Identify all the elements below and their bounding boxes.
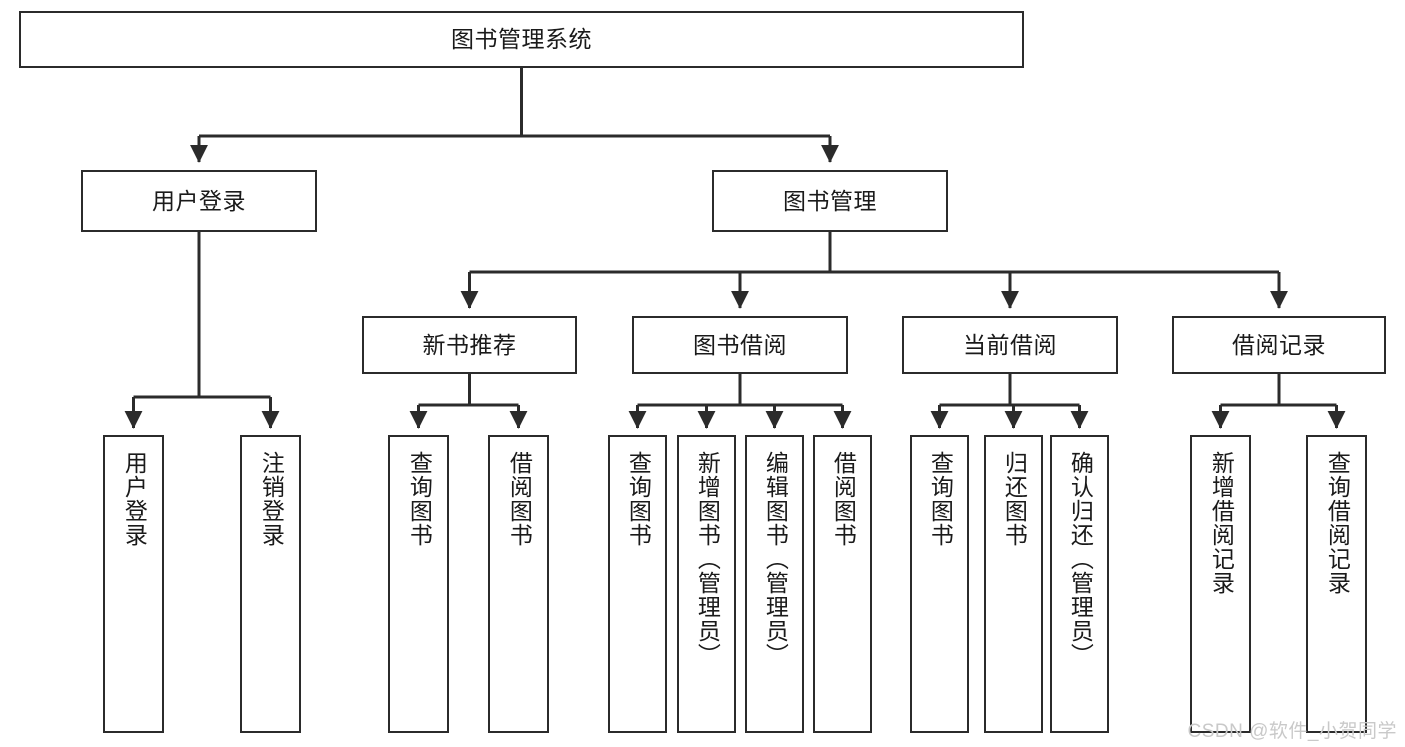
leaf-query-book-current-label: 查询图书 [927, 451, 954, 547]
leaf-lend-book[interactable]: 借阅图书 [813, 435, 872, 733]
node-book-management-label: 图书管理 [783, 187, 877, 214]
leaf-lend-book-label: 借阅图书 [830, 451, 857, 547]
leaf-borrow-book-recommend-label: 借阅图书 [506, 451, 533, 547]
leaf-add-book-admin[interactable]: 新增图书（管理员） [677, 435, 736, 733]
leaf-return-book[interactable]: 归还图书 [984, 435, 1043, 733]
node-borrow-record-label: 借阅记录 [1232, 331, 1326, 358]
leaf-add-borrow-record-label: 新增借阅记录 [1208, 451, 1235, 595]
node-book-management[interactable]: 图书管理 [712, 170, 948, 232]
node-book-borrow-label: 图书借阅 [693, 331, 787, 358]
leaf-edit-book-admin-label: 编辑图书（管理员） [762, 451, 789, 667]
node-current-borrow-label: 当前借阅 [963, 331, 1057, 358]
leaf-confirm-return-admin-label: 确认归还（管理员） [1067, 451, 1094, 667]
leaf-borrow-book-recommend[interactable]: 借阅图书 [488, 435, 549, 733]
node-new-book-recommend[interactable]: 新书推荐 [362, 316, 577, 374]
node-user-login-label: 用户登录 [152, 187, 246, 214]
leaf-query-book-borrow-label: 查询图书 [625, 451, 652, 547]
leaf-add-book-admin-label: 新增图书（管理员） [694, 451, 721, 667]
node-book-borrow[interactable]: 图书借阅 [632, 316, 848, 374]
node-root[interactable]: 图书管理系统 [19, 11, 1024, 68]
leaf-return-book-label: 归还图书 [1001, 451, 1028, 547]
leaf-query-borrow-record[interactable]: 查询借阅记录 [1306, 435, 1367, 733]
node-borrow-record[interactable]: 借阅记录 [1172, 316, 1386, 374]
leaf-query-book-recommend[interactable]: 查询图书 [388, 435, 449, 733]
leaf-logout-label: 注销登录 [258, 451, 285, 547]
leaf-confirm-return-admin[interactable]: 确认归还（管理员） [1050, 435, 1109, 733]
leaf-add-borrow-record[interactable]: 新增借阅记录 [1190, 435, 1251, 733]
leaf-logout[interactable]: 注销登录 [240, 435, 301, 733]
leaf-query-book-current[interactable]: 查询图书 [910, 435, 969, 733]
leaf-query-book-borrow[interactable]: 查询图书 [608, 435, 667, 733]
node-current-borrow[interactable]: 当前借阅 [902, 316, 1118, 374]
leaf-user-login[interactable]: 用户登录 [103, 435, 164, 733]
leaf-edit-book-admin[interactable]: 编辑图书（管理员） [745, 435, 804, 733]
leaf-query-book-recommend-label: 查询图书 [406, 451, 433, 547]
csdn-watermark: CSDN @软件_小贺同学 [1187, 721, 1397, 742]
leaf-query-borrow-record-label: 查询借阅记录 [1324, 451, 1351, 595]
node-root-label: 图书管理系统 [451, 26, 592, 53]
node-user-login[interactable]: 用户登录 [81, 170, 317, 232]
leaf-user-login-label: 用户登录 [121, 451, 148, 547]
node-new-book-recommend-label: 新书推荐 [422, 331, 517, 358]
